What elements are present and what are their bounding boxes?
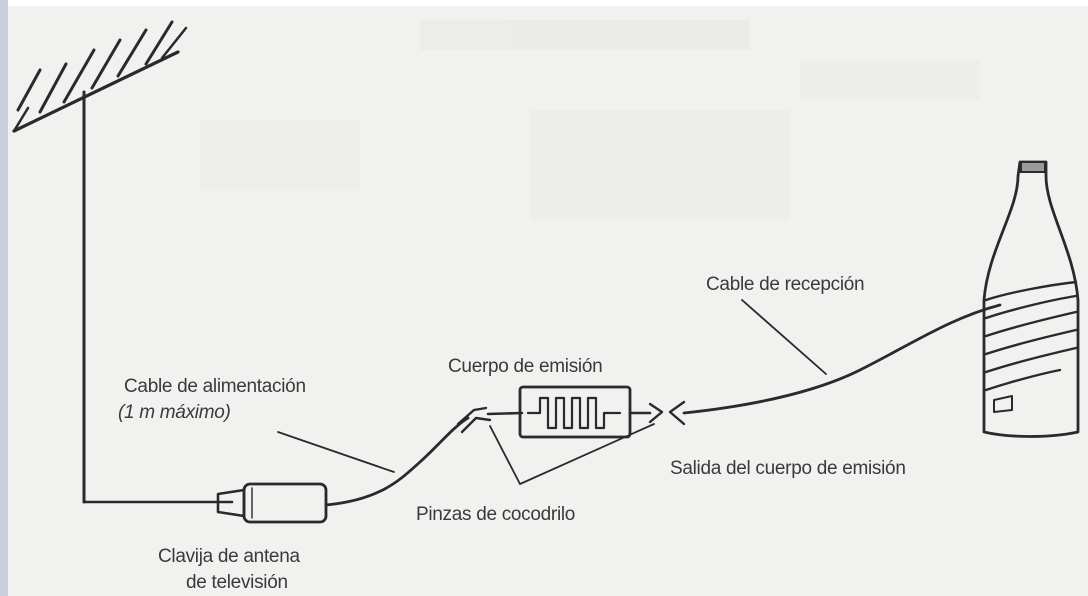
bottle-icon	[982, 160, 1080, 438]
reception-cable-label: Cable de recepción	[706, 274, 864, 295]
top-border	[0, 0, 1088, 6]
leader-lines	[277, 299, 827, 485]
bottle-coil	[984, 280, 1078, 413]
feed-cable-label: Cable de alimentación	[124, 376, 306, 397]
left-crocodile-clip-icon	[456, 406, 524, 434]
left-border	[0, 0, 8, 596]
tv-plug-label-line1: Clavija de antena	[158, 546, 300, 567]
scan-background	[200, 20, 980, 220]
crocodile-clips-label: Pinzas de cocodrilo	[416, 504, 575, 525]
emitter-body-label: Cuerpo de emisión	[448, 356, 602, 377]
reception-cable-line	[682, 303, 1002, 415]
tv-plug-icon	[216, 482, 328, 524]
emitter-output-label: Salida del cuerpo de emisión	[670, 458, 906, 479]
feed-cable-line	[324, 416, 470, 507]
antenna-icon	[12, 20, 234, 504]
feed-cable-note-label: (1 m máximo)	[118, 402, 231, 423]
tv-plug-label-line2: de televisión	[186, 572, 288, 593]
right-crocodile-clip-icon	[628, 400, 686, 426]
emitter-body-icon	[518, 385, 632, 439]
